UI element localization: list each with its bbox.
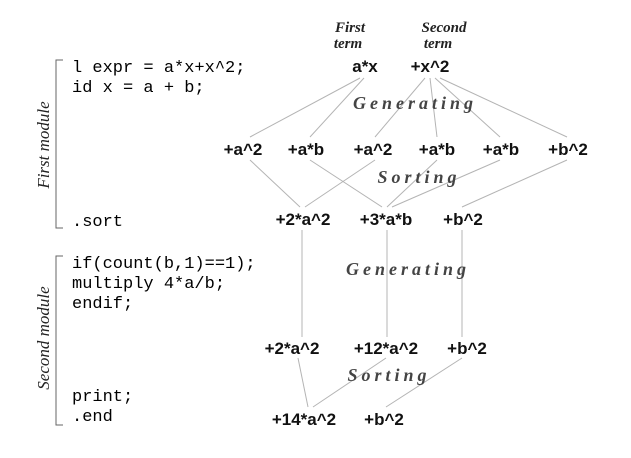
generated-term-4: +a*b: [419, 140, 455, 159]
edge-x2-to-a2: [374, 77, 426, 138]
edges: [249, 77, 568, 408]
edge-x2-to-ab-2: [434, 77, 501, 138]
edge-b2-to-b2: [461, 159, 568, 208]
first-term-header-line1: First: [334, 20, 366, 36]
code-line-print: print;: [72, 388, 133, 407]
generated-term-2: +a*b: [288, 140, 324, 159]
sorted-term-2: +3*a*b: [360, 210, 412, 229]
input-term-1: a*x: [352, 57, 378, 76]
multiplied-term-3: +b^2: [447, 339, 487, 358]
phase-generating-1: Generating: [353, 93, 477, 113]
second-module-bracket: [55, 255, 63, 426]
edge-b2-to-final-b2: [385, 357, 463, 408]
edge-ax-to-ab: [309, 77, 365, 138]
edge-ab-1-to-3ab: [309, 159, 383, 208]
code-line-end: .end: [72, 408, 113, 427]
edge-ax-to-a2: [249, 77, 361, 138]
generated-term-5: +a*b: [483, 140, 519, 159]
phase-sorting-1: Sorting: [377, 167, 460, 187]
code-line-endif: endif;: [72, 295, 133, 314]
final-term-2: +b^2: [364, 410, 404, 429]
final-term-1: +14*a^2: [272, 410, 336, 429]
generated-term-3: +a^2: [354, 140, 393, 159]
generated-term-6: +b^2: [548, 140, 588, 159]
code-line-sort: .sort: [72, 213, 123, 232]
first-module-bracket: [55, 59, 63, 229]
input-term-2: +x^2: [411, 57, 450, 76]
sorted-term-3: +b^2: [443, 210, 483, 229]
second-term-header-line2: term: [424, 36, 452, 52]
code-line-id: id x = a + b;: [72, 79, 205, 98]
code-line-multiply: multiply 4*a/b;: [72, 275, 225, 294]
edge-12a2-to-14a2: [312, 357, 387, 408]
edge-ab-2-to-3ab: [386, 159, 438, 208]
code-line-expr: l expr = a*x+x^2;: [72, 59, 245, 78]
code-line-if: if(count(b,1)==1);: [72, 255, 256, 274]
multiplied-term-2: +12*a^2: [354, 339, 418, 358]
generated-term-1: +a^2: [224, 140, 263, 159]
phase-generating-2: Generating: [346, 259, 470, 279]
edge-x2-to-ab-1: [429, 77, 438, 138]
phase-sorting-2: Sorting: [347, 365, 430, 385]
first-module-label: First module: [34, 101, 53, 190]
first-term-header-line2: term: [334, 36, 362, 52]
second-term-header-line1: Second: [422, 20, 468, 36]
edge-x2-to-b2: [439, 77, 568, 138]
edge-a2-2-to-2a2: [304, 159, 376, 208]
second-module-label: Second module: [34, 286, 53, 390]
multiplied-term-1: +2*a^2: [265, 339, 320, 358]
edge-a2-1-to-2a2: [249, 159, 301, 208]
sorted-term-1: +2*a^2: [276, 210, 331, 229]
edge-2a2-to-14a2: [297, 357, 309, 408]
edge-ab-3-to-3ab: [391, 159, 501, 208]
